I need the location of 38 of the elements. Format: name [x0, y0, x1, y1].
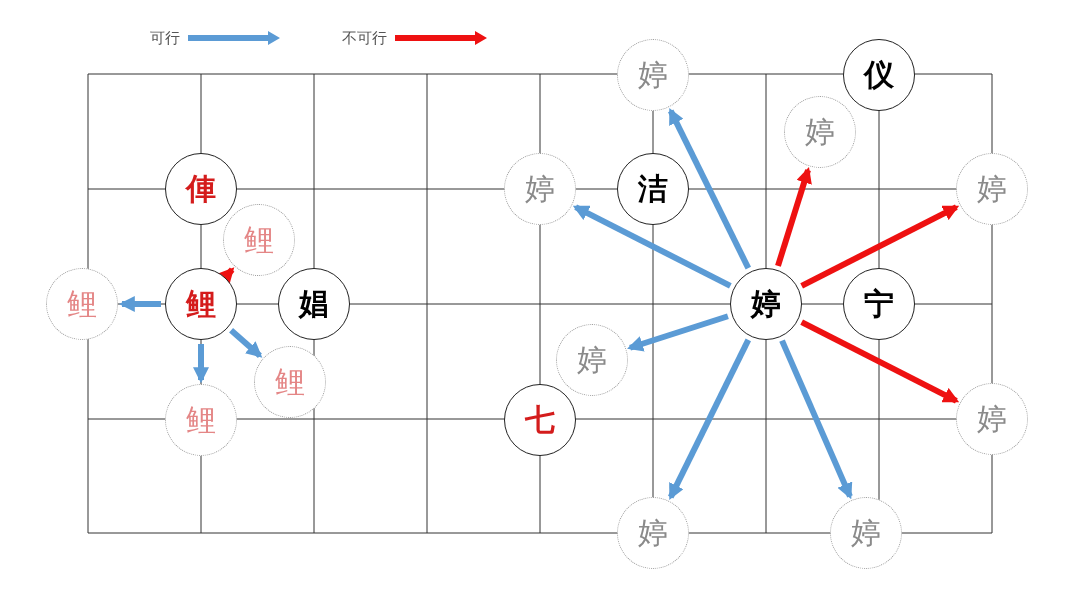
legend-label: 不可行	[342, 29, 387, 48]
piece-character: 宁	[864, 289, 894, 319]
move-arrow	[800, 204, 960, 289]
piece-character: 鲤	[186, 289, 216, 319]
piece-character: 婷	[805, 117, 835, 147]
move-arrow	[229, 328, 263, 358]
legend-label: 可行	[150, 29, 180, 48]
piece-character: 婷	[525, 174, 555, 204]
move-target-marker	[254, 346, 326, 418]
move-arrow	[572, 204, 732, 289]
move-arrow	[118, 296, 161, 312]
piece-character: 婷	[751, 289, 781, 319]
move-arrow	[775, 167, 812, 267]
move-arrow	[800, 319, 960, 404]
piece-character: 婷	[638, 60, 668, 90]
move-arrow	[668, 108, 751, 270]
piece-character: 婷	[977, 404, 1007, 434]
piece-character: 鲤	[186, 405, 216, 435]
piece-character: 鲤	[244, 225, 274, 255]
move-target-marker	[223, 204, 295, 276]
move-arrow	[779, 339, 853, 500]
piece-character: 仪	[864, 60, 894, 90]
piece-character: 婷	[851, 518, 881, 548]
piece-character: 婷	[577, 345, 607, 375]
chess-piece	[165, 268, 237, 340]
piece-character: 婷	[977, 174, 1007, 204]
move-arrow	[668, 338, 751, 500]
piece-character: 鲤	[275, 367, 305, 397]
piece-character: 洁	[638, 174, 668, 204]
piece-character: 七	[525, 405, 555, 435]
piece-character: 俥	[186, 174, 216, 204]
move-arrow	[627, 313, 729, 352]
move-arrow	[193, 344, 209, 384]
chess-piece	[843, 268, 915, 340]
piece-character: 娼	[299, 289, 329, 319]
piece-character: 鲤	[67, 289, 97, 319]
piece-character: 婷	[638, 518, 668, 548]
chess-piece	[730, 268, 802, 340]
